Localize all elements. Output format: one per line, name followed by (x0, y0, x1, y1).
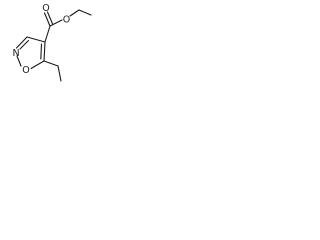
atom-label-carbonyl-oxygen: O (42, 3, 49, 14)
bond-ch2-ch3-ester (78, 9, 92, 16)
ethyl-substituent (43, 60, 62, 82)
bond-carbonyl-o-single (49, 19, 63, 27)
bond-carbonyl-o-double-a (43, 12, 51, 27)
bond-carbonyl-o-double-b (46, 11, 54, 26)
bond-c4-c5 (43, 41, 46, 62)
bond-c5-o1 (30, 60, 45, 70)
bond-c4-carbonyl (44, 25, 51, 43)
atom-label-ring-oxygen: O (22, 65, 29, 76)
atom-label-ester-oxygen: O (63, 15, 70, 26)
isoxazole-ring (15, 36, 46, 70)
bond-o-ch2 (69, 9, 80, 17)
bond-o1-n2 (16, 55, 22, 67)
bond-ch2-ch3 (57, 65, 62, 82)
bond-c4-c5-double (40, 43, 43, 60)
ester-substituent (43, 9, 92, 43)
bond-c3-c4 (26, 36, 46, 43)
bond-n2-c3-double (19, 39, 30, 50)
bond-c5-ch2 (43, 60, 59, 67)
atom-labels: O O N O (12, 3, 70, 76)
bond-n2-c3 (15, 36, 28, 49)
atom-label-ring-nitrogen: N (12, 48, 19, 59)
chemical-structure-diagram: O O N O (12, 3, 92, 82)
